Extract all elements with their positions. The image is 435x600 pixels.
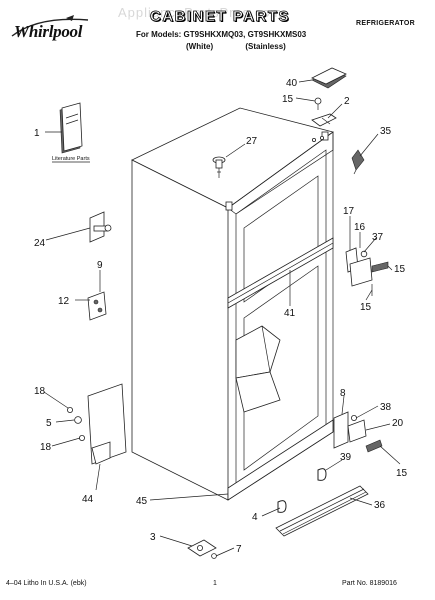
callout-41: 41 — [284, 308, 296, 319]
callout-17: 17 — [343, 206, 355, 217]
callout-18a: 18 — [34, 386, 46, 397]
part-lower-right-hinge — [333, 411, 383, 453]
model-variants: (White) (Stainless) — [186, 42, 316, 51]
category-label: REFRIGERATOR — [356, 20, 415, 27]
part-leveler — [212, 156, 226, 178]
part-small-bracket — [87, 291, 107, 321]
variant-stainless: (Stainless) — [245, 42, 286, 51]
callout-1: 1 — [34, 128, 40, 139]
cabinet-body — [131, 107, 334, 501]
callout-45: 45 — [136, 496, 148, 507]
callout-18b: 18 — [40, 442, 52, 453]
callout-4: 4 — [252, 512, 258, 523]
part-center-hinge — [345, 247, 389, 296]
callout-5: 5 — [46, 418, 52, 429]
page-title: CABINET PARTS — [150, 8, 291, 26]
part-top-hinge-assembly — [311, 67, 365, 175]
callout-39: 39 — [340, 452, 352, 463]
callout-37: 37 — [372, 232, 384, 243]
callout-9: 9 — [97, 260, 103, 271]
brand-logo: Whirlpool — [8, 14, 94, 44]
literature-parts-label: Literature Parts — [52, 156, 90, 162]
callout-16: 16 — [354, 222, 366, 233]
footer-litho: 4–04 Litho In U.S.A. (ebk) — [6, 580, 87, 587]
callout-15d: 15 — [396, 468, 408, 479]
callout-20: 20 — [392, 418, 404, 429]
brand-name: Whirlpool — [14, 22, 83, 41]
callout-15a: 15 — [282, 94, 294, 105]
part-door-stop — [89, 211, 112, 243]
leader-lines — [43, 79, 401, 557]
footer-part-number: Part No. 8189016 — [342, 580, 397, 587]
callout-8: 8 — [340, 388, 346, 399]
callout-3: 3 — [150, 532, 156, 543]
callout-12: 12 — [58, 296, 70, 307]
part-clips — [187, 468, 327, 559]
callout-27: 27 — [246, 136, 258, 147]
part-literature: Literature Parts — [52, 102, 90, 163]
callout-38: 38 — [380, 402, 392, 413]
callout-15b: 15 — [394, 264, 406, 275]
callout-2: 2 — [344, 96, 350, 107]
callout-24: 24 — [34, 238, 46, 249]
footer-page-number: 1 — [213, 580, 217, 587]
callout-numbers: 1 40 15 2 35 27 24 9 12 17 16 37 15 15 4… — [34, 78, 408, 555]
watermark-text: AppliancePartsPros.com — [118, 5, 283, 20]
callout-44: 44 — [82, 494, 94, 505]
callout-35: 35 — [380, 126, 392, 137]
callout-40: 40 — [286, 78, 298, 89]
part-lower-left-hinge — [67, 383, 127, 465]
part-toe-grille — [275, 485, 369, 537]
callout-7: 7 — [236, 544, 242, 555]
callout-36: 36 — [374, 500, 386, 511]
models-line: For Models: GT9SHKXMQ03, GT9SHKXMS03 — [136, 30, 307, 39]
callout-15c: 15 — [360, 302, 372, 313]
logo-swoosh-icon — [11, 15, 89, 37]
variant-white: (White) — [186, 42, 214, 51]
